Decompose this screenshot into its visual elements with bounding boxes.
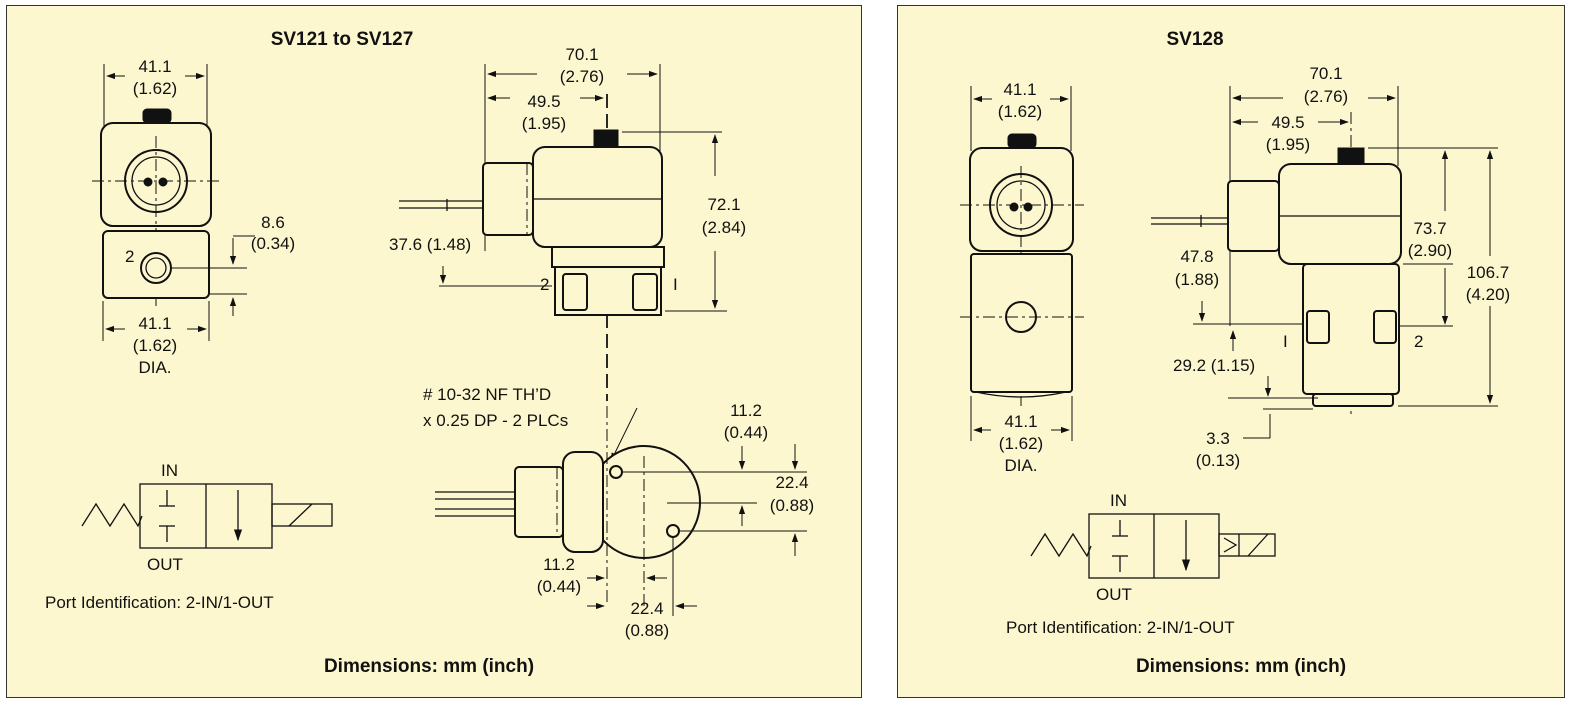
side-connector [482, 162, 534, 236]
right-front-width-label: 41.1 [1003, 80, 1036, 99]
right-dia-label: DIA. [1004, 456, 1037, 475]
top-connector [514, 466, 564, 538]
port-identification: Port Identification: 2-IN/1-OUT [45, 593, 274, 612]
total-height-label: 106.7 [1467, 263, 1510, 282]
side-port-left-label: 2 [540, 275, 549, 294]
port-offset-label: 8.6 [261, 213, 285, 232]
right-bottom-dia-inch-label: (1.62) [999, 434, 1043, 453]
dia-label: DIA. [138, 358, 171, 377]
right-front-width-inch-label: (1.62) [998, 102, 1042, 121]
front-width-label: 41.1 [138, 57, 171, 76]
side-height-inch-label: (2.84) [702, 218, 746, 237]
symbol-in-label: IN [161, 461, 178, 480]
top-a-label: 11.2 [730, 401, 762, 420]
bottom-gap-label: 3.3 [1206, 429, 1230, 448]
left-footer: Dimensions: mm (inch) [324, 656, 534, 677]
bottom-dia-inch-label: (1.62) [133, 336, 177, 355]
top-b-label: 22.4 [775, 473, 808, 492]
coil-height-inch-label: (2.90) [1408, 241, 1452, 260]
right-port-identification: Port Identification: 2-IN/1-OUT [1006, 618, 1235, 637]
side-base-label: 37.6 (1.48) [389, 235, 471, 254]
left-panel: SV121 to SV127 41.1 (1.62) 2 8.6 (0.34) … [6, 5, 862, 698]
right-side-port-left-label: I [1283, 332, 1288, 351]
valve-symbol: IN OUT [81, 461, 333, 574]
side-center-label: 49.5 [527, 92, 560, 111]
top-b-inch-label: (0.88) [770, 496, 814, 515]
front-width-inch-label: (1.62) [133, 79, 177, 98]
coil-cap [142, 108, 172, 124]
coil-height-label: 73.7 [1413, 219, 1446, 238]
right-symbol-out-label: OUT [1096, 585, 1132, 604]
right-front-view: 41.1 (1.62) 41.1 (1.62) DIA. [960, 80, 1084, 475]
side-port-left [562, 273, 588, 311]
side-coil [532, 146, 663, 248]
right-valve-symbol: IN OUT [1030, 491, 1276, 604]
bot-a-label: 11.2 [543, 555, 575, 574]
side-width-inch-label: (2.76) [560, 67, 604, 86]
right-coil-cap [1007, 133, 1037, 149]
right-drawing: SV128 41.1 (1.62) 41.1 (1.62) DIA. 70.1 [960, 29, 1510, 677]
front-view: 41.1 (1.62) 2 8.6 (0.34) 41.1 (1.62) DIA… [92, 57, 295, 377]
side-port-right-label: I [673, 275, 678, 294]
front-port-label: 2 [125, 247, 134, 266]
bottom-gap-inch-label: (0.13) [1196, 451, 1240, 470]
top-a-inch-label: (0.44) [724, 423, 768, 442]
bot-b-inch-label: (0.88) [625, 621, 669, 640]
right-side-center-label: 49.5 [1271, 113, 1304, 132]
port-height-label: 29.2 (1.15) [1173, 356, 1255, 375]
thread-note-1: # 10-32 NF TH’D [423, 385, 551, 404]
base-height-label: 47.8 [1180, 247, 1213, 266]
side-port-right [632, 273, 658, 311]
symbol-out-label: OUT [147, 555, 183, 574]
total-height-inch-label: (4.20) [1466, 285, 1510, 304]
right-panel: SV128 41.1 (1.62) 41.1 (1.62) DIA. 70.1 [897, 5, 1565, 698]
bot-a-inch-label: (0.44) [537, 577, 581, 596]
right-side-coil [1278, 163, 1402, 265]
right-side-port-right-label: 2 [1414, 332, 1423, 351]
right-side-width-inch-label: (2.76) [1304, 87, 1348, 106]
base-height-inch-label: (1.88) [1175, 270, 1219, 289]
side-height-label: 72.1 [707, 195, 740, 214]
bot-b-label: 22.4 [630, 599, 663, 618]
side-base [551, 246, 665, 268]
side-cap [593, 129, 619, 149]
left-title: SV121 to SV127 [271, 29, 414, 50]
right-symbol-in-label: IN [1110, 491, 1127, 510]
port-offset-inch-label: (0.34) [251, 234, 295, 253]
right-side-center-inch-label: (1.95) [1266, 135, 1310, 154]
left-drawing: SV121 to SV127 41.1 (1.62) 2 8.6 (0.34) … [45, 29, 814, 677]
side-width-label: 70.1 [565, 45, 598, 64]
right-bottom-dia-label: 41.1 [1004, 412, 1037, 431]
right-footer: Dimensions: mm (inch) [1136, 656, 1346, 677]
bottom-dia-label: 41.1 [138, 314, 171, 333]
right-side-connector [1227, 180, 1280, 252]
thread-note-2: x 0.25 DP - 2 PLCs [423, 411, 568, 430]
top-view: # 10-32 NF TH’D x 0.25 DP - 2 PLCs 11.2 … [423, 385, 814, 640]
right-side-view: 70.1 (2.76) 49.5 (1.95) I 2 73.7 (2.90) … [1151, 64, 1510, 470]
right-title: SV128 [1166, 29, 1223, 50]
side-view: 70.1 (2.76) 49.5 (1.95) 2 I 72.1 (2.84) … [389, 45, 746, 401]
side-center-inch-label: (1.95) [522, 114, 566, 133]
right-side-width-label: 70.1 [1309, 64, 1342, 83]
